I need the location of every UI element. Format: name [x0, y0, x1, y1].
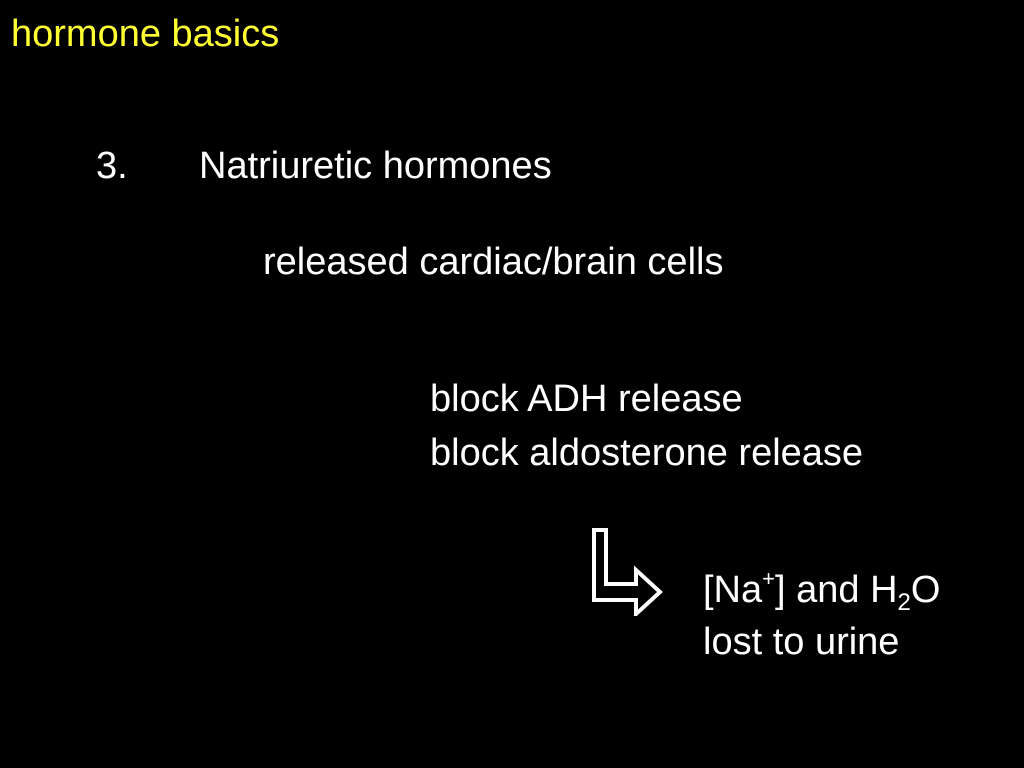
result-line-1: [Na+] and H2O: [703, 564, 940, 616]
ion-charge: +: [762, 566, 775, 591]
effect-item: block aldosterone release: [430, 432, 864, 474]
result-ion-close: ] and H: [775, 569, 898, 611]
effects-list: block ADH release block aldosterone rele…: [430, 372, 863, 480]
result-text: [Na+] and H2O lost to urine: [703, 564, 940, 668]
slide-title: hormone basics: [11, 13, 280, 55]
result-ion-open: [Na: [703, 569, 763, 611]
source-text: released cardiac/brain cells: [263, 241, 724, 283]
water-subscript: 2: [897, 589, 911, 616]
result-line-2: lost to urine: [703, 621, 900, 663]
heading-text: Natriuretic hormones: [199, 145, 552, 187]
effect-item: block ADH release: [430, 378, 743, 420]
heading-number: 3.: [96, 145, 128, 187]
hooked-arrow-right-icon: [592, 528, 663, 616]
result-water-tail: O: [910, 569, 941, 611]
